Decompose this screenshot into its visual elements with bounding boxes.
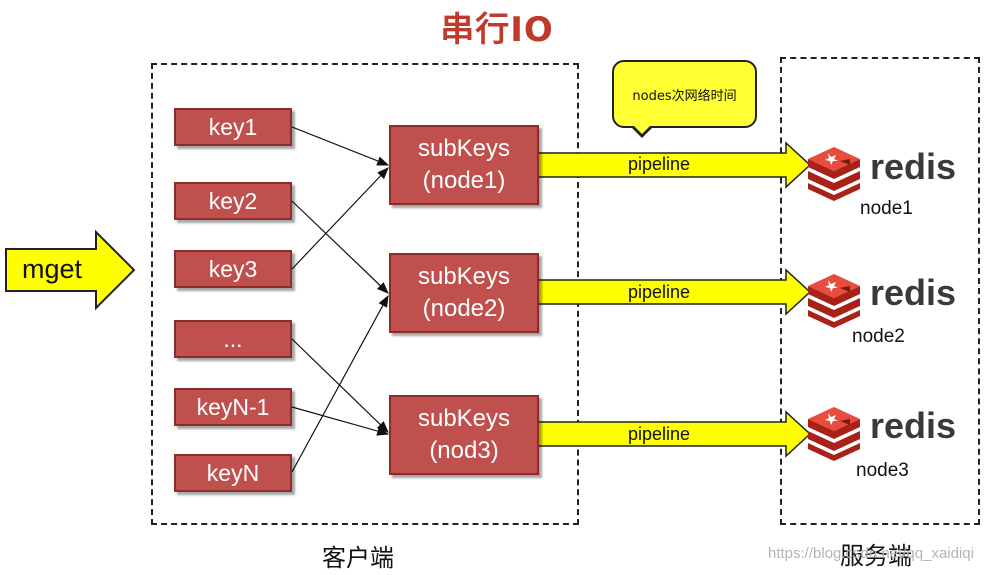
subkeys-node: (node2)	[422, 295, 506, 322]
redis-wordmark: redis	[870, 146, 957, 187]
pipeline-label: pipeline	[628, 282, 691, 302]
subkeys-box-node2: subKeys (node2)	[389, 253, 539, 333]
watermark-text: https://blog.csdn.net/qq_xaidiqi	[768, 545, 974, 562]
subkeys-node: (node1)	[422, 167, 506, 194]
subkeys-title: subKeys	[417, 263, 511, 290]
subkeys-box-node3: subKeys (nod3)	[389, 395, 539, 475]
pipeline-arrow-3	[537, 410, 812, 458]
mget-label: mget	[22, 254, 83, 284]
redis-wordmark: redis	[870, 405, 957, 446]
callout-text: nodes次网络时间	[632, 88, 737, 104]
subkeys-title: subKeys	[417, 135, 511, 162]
link-key3-node1	[291, 167, 389, 270]
client-label: 客户端	[322, 544, 394, 572]
pipeline-label: pipeline	[628, 154, 691, 174]
link-dots-node3	[291, 338, 389, 433]
link-key2-node2	[291, 200, 389, 294]
redis-wordmark: redis	[870, 272, 957, 313]
key-label: ...	[223, 325, 243, 352]
key-label: keyN	[206, 459, 260, 486]
key-label: key1	[208, 113, 258, 140]
key-label: key2	[208, 187, 258, 214]
key-box: key1	[174, 108, 292, 146]
redis-logo-icon	[808, 274, 860, 328]
pipeline-arrow-2	[537, 268, 812, 316]
diagram-title: 串行IO	[440, 10, 554, 50]
link-key1-node1	[291, 126, 390, 166]
link-keyN-node2	[291, 294, 389, 473]
key-label: keyN-1	[196, 393, 270, 420]
subkeys-title: subKeys	[417, 405, 511, 432]
subkeys-box-node1: subKeys (node1)	[389, 125, 539, 205]
key-box: ...	[174, 320, 292, 358]
key-box: key2	[174, 182, 292, 220]
network-time-callout: nodes次网络时间	[612, 60, 757, 128]
callout-tail-fill	[632, 124, 652, 134]
node-label: node3	[856, 460, 909, 481]
pipeline-label: pipeline	[628, 424, 691, 444]
node-label: node2	[852, 326, 905, 347]
redis-logo-icon	[808, 147, 860, 201]
server-label: 服务端	[840, 542, 912, 570]
subkeys-node: (nod3)	[429, 437, 499, 464]
pipeline-arrow-1	[537, 141, 812, 189]
mget-arrow	[5, 229, 136, 311]
link-keyN1-node3	[291, 406, 390, 436]
redis-logo-icon	[808, 407, 860, 461]
node-label: node1	[860, 198, 913, 219]
key-box: key3	[174, 250, 292, 288]
key-box: keyN	[174, 454, 292, 492]
key-label: key3	[208, 255, 258, 282]
key-box: keyN-1	[174, 388, 292, 426]
